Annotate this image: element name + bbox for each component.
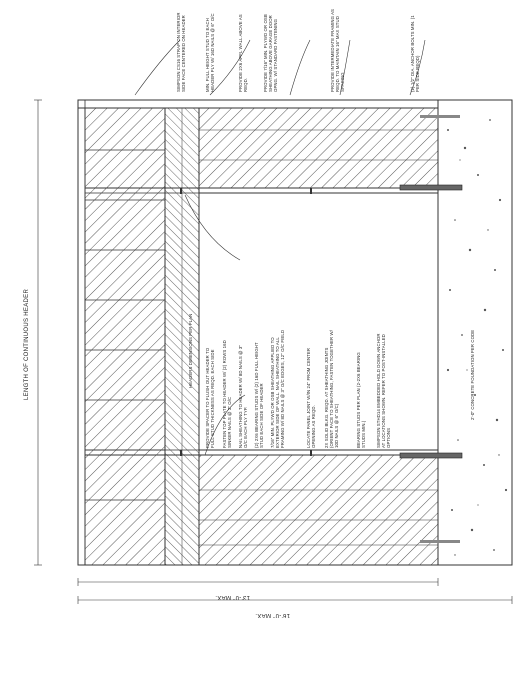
garage-door-opening [198,192,439,451]
foundation-note: 2'-0" CONCRETE FOUNDATION PER CODE [470,329,475,420]
upper-right-studs [198,107,439,566]
note-bottom-5: 7/16" MIN. PLYWD OR OSB SHEATHING APPLIE… [270,329,286,448]
note-bottom-3: NAIL SHEATHING TO HEADER W/ 8d NAILS @ 3… [238,345,249,448]
concrete-foundation [437,99,513,566]
note-top-5: PROVIDE INTERMEDIATE FRAMING AS REQD. TO… [330,9,346,92]
note-bottom-8: BEARING STUDS PER PLAN (2-2X6 BEARING ST… [356,352,367,448]
note-top-2: MIN. FULL HEIGHT STUD TO EACH HEADER PLY… [205,13,216,92]
anchor-bolts [399,115,463,543]
dimension-lines [34,99,513,604]
header-beam [164,107,200,566]
note-bottom-6: LOCATE PANEL JOINT W/IN 24" FROM CENTER … [306,347,317,448]
header-dimensions-note: HEADERS DIMENSIONS PER PLAN [188,313,193,388]
opening-height-label: 16'-0" MAX. [255,612,290,618]
note-top-6: (2) 1/2" DIA. ANCHOR BOLTS MIN. (1 PER S… [410,15,421,92]
upper-wall-sheathing [84,107,166,566]
note-top-1: SIMPSON CS16 STRAP ON INTERIOR SIDE FACE… [176,12,187,92]
header-length-label: LENGTH OF CONTINUOUS HEADER [24,288,30,400]
note-bottom-1: PROVIDE SPACER TO FLUSH OUT HEADER TO FU… [205,347,216,448]
note-top-3: PROVIDE 2X6 APFL WALL ABOVE AS REQD. [238,14,249,92]
note-bottom-2: FASTEN TOP PLATE TO HEADER W/ (2) ROWS 1… [222,340,233,448]
note-top-4: PROVIDE 7/16" MIN. PLYWD OR OSB SHEATHIN… [263,14,279,92]
note-bottom-4: (2) 2X6 BEARING STUDS W/ (2) 16d FULL HE… [254,342,265,448]
wall-height-label: 13'-0" MAX. [215,594,250,600]
nailing-pattern [180,188,312,456]
note-bottom-9: SIMPSON STHD14 EMBEDDED HOLD DOWN ANCHOR… [376,333,392,448]
leader-lines [134,39,426,456]
note-bottom-7: 2X SOLID BLKG. REQD. AT SHEATHING JOINTS… [324,330,340,448]
